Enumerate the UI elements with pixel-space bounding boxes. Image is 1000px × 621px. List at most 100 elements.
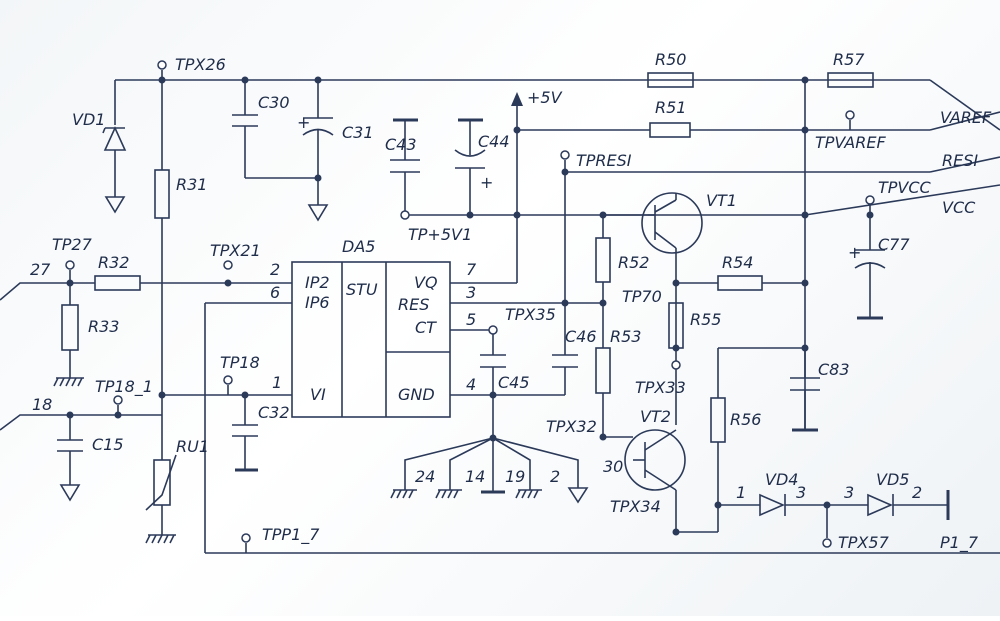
label-ru1: RU1 [176,437,209,456]
vd4-pin-3: 3 [796,483,806,502]
vd5-pin-3: 3 [844,483,854,502]
ground-r33 [53,377,84,387]
label-tp27: TP27 [52,235,93,254]
capacitor-c30 [232,114,258,127]
label-vd1: VD1 [72,110,105,129]
ic-pin-vi: VI [310,385,326,404]
fan-label-2: 2 [550,467,560,486]
label-p1-7: P1_7 [940,533,979,553]
fan-label-14: 14 [465,467,485,486]
ic-pinnum-2: 2 [270,260,280,279]
label-tpvaref: TPVAREF [815,133,886,152]
resistor-r54 [717,275,763,291]
label-tpx21: TPX21 [210,241,261,260]
ic-pin-vq: VQ [414,273,438,292]
label-da5: DA5 [342,237,375,256]
label-vcc: VCC [942,198,976,217]
label-r50: R50 [655,50,686,69]
label-r52: R52 [618,253,649,272]
ic-pinnum-3: 3 [466,283,476,302]
label-c15: C15 [92,435,124,454]
label-tpx26: TPX26 [175,55,226,74]
ground-fan [390,487,589,504]
label-tpx57: TPX57 [838,533,890,552]
ic-labels: IP2 IP6 VI STU VQ RES CT GND 2 6 1 7 3 5… [270,260,477,404]
capacitor-c44 [454,149,486,169]
ic-pin-gnd: GND [398,385,435,404]
diode-vd5 [867,493,894,517]
ic-pinnum-5: 5 [466,310,476,329]
label-c46: C46 [565,327,597,346]
capacitor-c43 [390,159,420,173]
label-tpp1-7: TPP1_7 [262,525,320,545]
resistor-r52 [595,237,611,283]
label-c30: C30 [258,93,290,112]
label-r53: R53 [610,327,641,346]
wires [0,70,1000,554]
c31-plus: + [297,113,310,132]
label-varef: VAREF [940,108,992,127]
vd4-pin-1: 1 [736,483,746,502]
capacitor-c45 [480,354,506,368]
resistor-r31 [154,169,170,219]
resistor-r51 [649,122,691,138]
label-net30: 30 [603,457,623,476]
resistor-r32 [94,275,141,291]
label-vt2: VT2 [640,407,671,426]
label-vt1: VT1 [706,191,737,210]
label-r32: R32 [98,253,129,272]
label-c32: C32 [258,403,290,422]
label-tp18: TP18 [220,353,260,372]
label-r57: R57 [833,50,865,69]
capacitor-c46 [552,354,578,368]
label-tpvcc: TPVCC [878,178,932,197]
label-tpx34: TPX34 [610,497,661,516]
label-r55: R55 [690,310,721,329]
ic-center-stu: STU [346,280,378,299]
ic-pinnum-1: 1 [272,373,282,392]
label-5v: +5V [527,88,563,107]
diode-pin-labels: 1 3 3 2 [736,483,922,502]
label-vd5: VD5 [876,470,909,489]
capacitor-c31 [302,117,334,136]
label-c77: C77 [878,235,910,254]
test-points [65,60,875,548]
fan-label-24: 24 [415,467,435,486]
ic-pin-ip6: IP6 [305,293,330,312]
label-net18: 18 [32,395,52,414]
junction-dots [66,76,874,536]
ic-pinnum-4: 4 [466,375,476,394]
label-tpx35: TPX35 [505,305,556,324]
ic-pin-ct: CT [415,318,437,337]
label-net27: 27 [30,260,51,279]
capacitor-c32 [232,424,258,437]
capacitor-c77 [854,249,886,269]
label-c83: C83 [818,360,850,379]
varistor-ru1 [145,454,177,544]
label-r56: R56 [730,410,761,429]
component-labels: TPX26 VD1 C30 C31 R31 TP27 R32 R33 TPX21… [30,50,992,553]
resistor-r57 [827,72,874,88]
label-r51: R51 [655,98,686,117]
fan-label-19: 19 [505,467,525,486]
label-tp18-1: TP18_1 [95,377,153,397]
resistor-r56 [710,397,726,443]
label-tp5v1: TP+5V1 [408,225,472,244]
capacitor-c15 [57,439,83,502]
ground-fan-labels: 24 14 19 2 [415,467,560,486]
c77-plus: + [848,243,861,262]
diode-vd1 [102,126,127,214]
resistor-r33 [61,304,79,351]
polarity-marks: + + + [297,113,861,262]
label-c44: C44 [478,132,510,151]
label-tpresi: TPRESI [576,151,632,170]
label-c31: C31 [342,123,374,142]
resistor-r50 [647,72,694,88]
resistor-r53 [595,347,611,394]
ic-pin-ip2: IP2 [305,273,330,292]
ic-pin-res: RES [398,295,429,314]
label-r33: R33 [88,317,119,336]
diode-vd4 [759,493,786,517]
label-tp70: TP70 [622,287,662,306]
